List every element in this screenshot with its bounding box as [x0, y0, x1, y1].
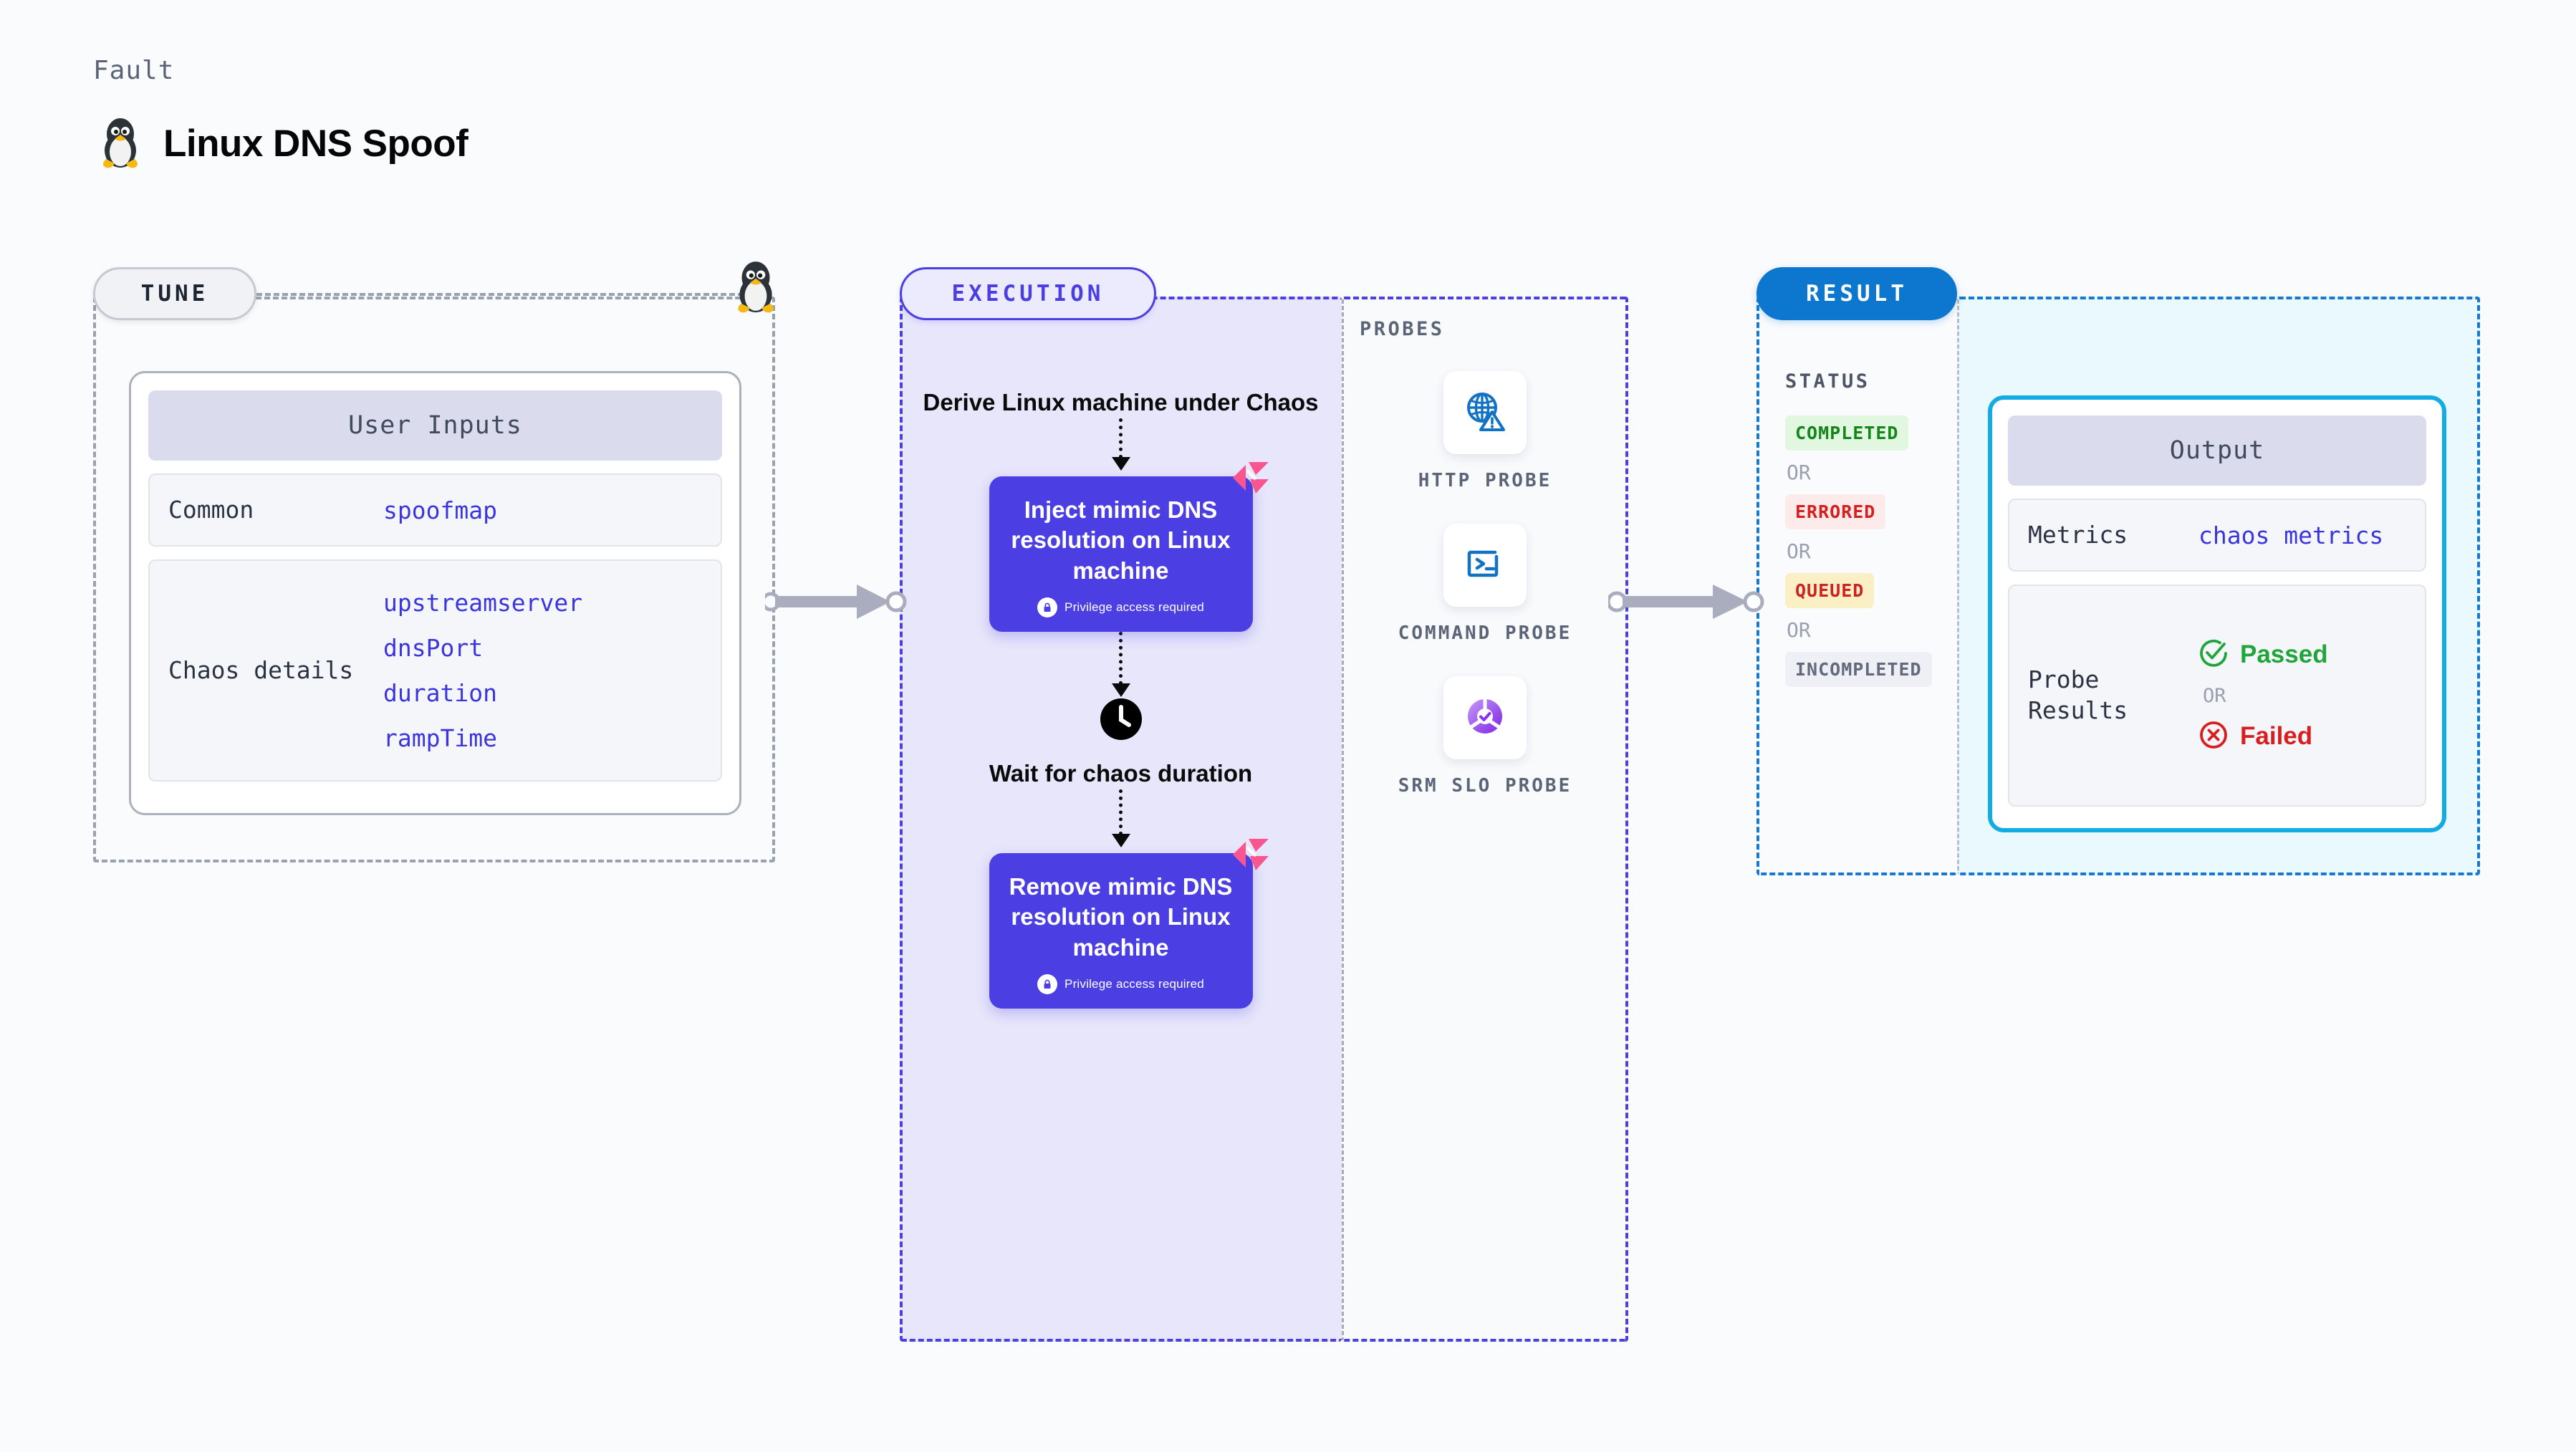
status-badge-incompleted: INCOMPLETED: [1785, 652, 1932, 687]
probe-label: HTTP PROBE: [1418, 470, 1552, 491]
page-title: Linux DNS Spoof: [163, 122, 468, 165]
lock-icon: [1037, 597, 1058, 617]
arrow-tune-to-execution: [761, 580, 908, 627]
remove-action-title: Remove mimic DNS resolution on Linux mac…: [1009, 873, 1233, 961]
stage-pill-execution[interactable]: EXECUTION: [900, 267, 1156, 320]
probe-tile: [1443, 371, 1527, 454]
probe-item-command[interactable]: COMMAND PROBE: [1398, 524, 1572, 646]
terminal-icon: [1462, 541, 1508, 590]
probes-section-label: PROBES: [1360, 318, 1445, 340]
execution-flow: Derive Linux machine under Chaos Inject …: [900, 297, 1342, 1342]
probes-list: HTTP PROBE COMMAND PROBE: [1342, 371, 1628, 799]
tune-row-key: Chaos details: [168, 656, 354, 685]
inject-action-title: Inject mimic DNS resolution on Linux mac…: [1011, 496, 1231, 584]
check-circle-icon: [2198, 638, 2229, 672]
litmus-icon: [1231, 837, 1270, 872]
status-section-label: STATUS: [1785, 370, 1870, 393]
slo-donut-check-icon: [1462, 693, 1508, 743]
inject-action-node[interactable]: Inject mimic DNS resolution on Linux mac…: [989, 462, 1269, 632]
tune-dashed-connector: [256, 293, 744, 296]
derive-step-label: Derive Linux machine under Chaos: [923, 389, 1319, 415]
tune-row-chaos-details: Chaos details upstreamserver dnsPort dur…: [148, 559, 722, 782]
tune-param[interactable]: duration: [383, 679, 497, 707]
probes-stage-panel: [1342, 297, 1628, 1342]
lock-icon: [1037, 973, 1058, 994]
probe-label: SRM SLO PROBE: [1398, 775, 1572, 797]
probe-result-values: Passed OR Failed: [2198, 638, 2328, 754]
flow-connector-arrow: [1111, 418, 1130, 471]
tune-param[interactable]: spoofmap: [383, 496, 497, 524]
page-header: Linux DNS Spoof: [97, 115, 468, 173]
tune-row-values: spoofmap: [383, 496, 497, 524]
clock-icon: [1099, 697, 1143, 745]
stage-pill-tune[interactable]: TUNE: [93, 267, 256, 320]
probe-tile: [1443, 676, 1527, 760]
probe-item-http[interactable]: HTTP PROBE: [1418, 371, 1552, 494]
probe-result-or-separator: OR: [2203, 684, 2226, 707]
flow-connector-arrow: [1111, 631, 1130, 697]
arrow-execution-to-result: [1606, 580, 1766, 627]
tune-row-key: Common: [168, 496, 254, 524]
inject-action-note: Privilege access required: [1005, 597, 1237, 617]
status-badge-errored: ERRORED: [1785, 494, 1886, 529]
litmus-icon: [1231, 461, 1270, 495]
status-badge-queued: QUEUED: [1785, 573, 1875, 608]
output-row-probe-results: Probe Results Passed OR: [2008, 585, 2426, 807]
remove-action-note-text: Privilege access required: [1064, 976, 1204, 991]
status-or-separator: OR: [1787, 461, 1811, 484]
tune-row-common: Common spoofmap: [148, 473, 722, 547]
probe-tile: [1443, 524, 1527, 607]
tune-stage-panel: [93, 297, 775, 862]
inject-action-note-text: Privilege access required: [1064, 600, 1204, 614]
x-circle-icon: [2198, 720, 2229, 754]
wait-step-label: Wait for chaos duration: [989, 759, 1253, 787]
tune-row-values: upstreamserver dnsPort duration rampTime: [383, 589, 582, 752]
globe-warning-icon: [1462, 388, 1508, 438]
tune-param[interactable]: upstreamserver: [383, 589, 583, 617]
probe-label: COMMAND PROBE: [1398, 622, 1572, 645]
linux-penguin-icon: [97, 115, 143, 173]
stage-pill-result[interactable]: RESULT: [1756, 267, 1957, 320]
output-row-key: Probe Results: [2028, 665, 2128, 724]
probe-result-failed-label: Failed: [2240, 722, 2313, 750]
status-badge-completed: COMPLETED: [1785, 415, 1909, 451]
output-card-title: Output: [2008, 415, 2426, 486]
output-row-key: Metrics: [2028, 520, 2128, 549]
page-kicker: Fault: [93, 56, 175, 85]
status-or-separator: OR: [1787, 618, 1811, 642]
probe-result-passed-label: Passed: [2240, 640, 2328, 668]
user-inputs-title: User Inputs: [148, 390, 722, 461]
tune-param[interactable]: rampTime: [383, 724, 497, 752]
linux-penguin-marker-icon: [732, 258, 779, 314]
probe-result-passed: Passed: [2198, 638, 2328, 672]
output-card: Output Metrics chaos metrics Probe Resul…: [1988, 395, 2446, 832]
probe-result-failed: Failed: [2198, 720, 2328, 754]
status-or-separator: OR: [1787, 539, 1811, 563]
user-inputs-card: User Inputs Common spoofmap Chaos detail…: [129, 371, 741, 815]
remove-action-node[interactable]: Remove mimic DNS resolution on Linux mac…: [989, 839, 1269, 1009]
status-options-list: COMPLETED OR ERRORED OR QUEUED OR INCOMP…: [1785, 415, 1957, 687]
remove-action-note: Privilege access required: [1005, 973, 1237, 994]
output-row-metrics: Metrics chaos metrics: [2008, 499, 2426, 572]
tune-param[interactable]: dnsPort: [383, 634, 484, 662]
output-row-value[interactable]: chaos metrics: [2198, 521, 2384, 549]
probe-item-srm-slo[interactable]: SRM SLO PROBE: [1398, 676, 1572, 799]
flow-connector-arrow: [1111, 789, 1130, 848]
